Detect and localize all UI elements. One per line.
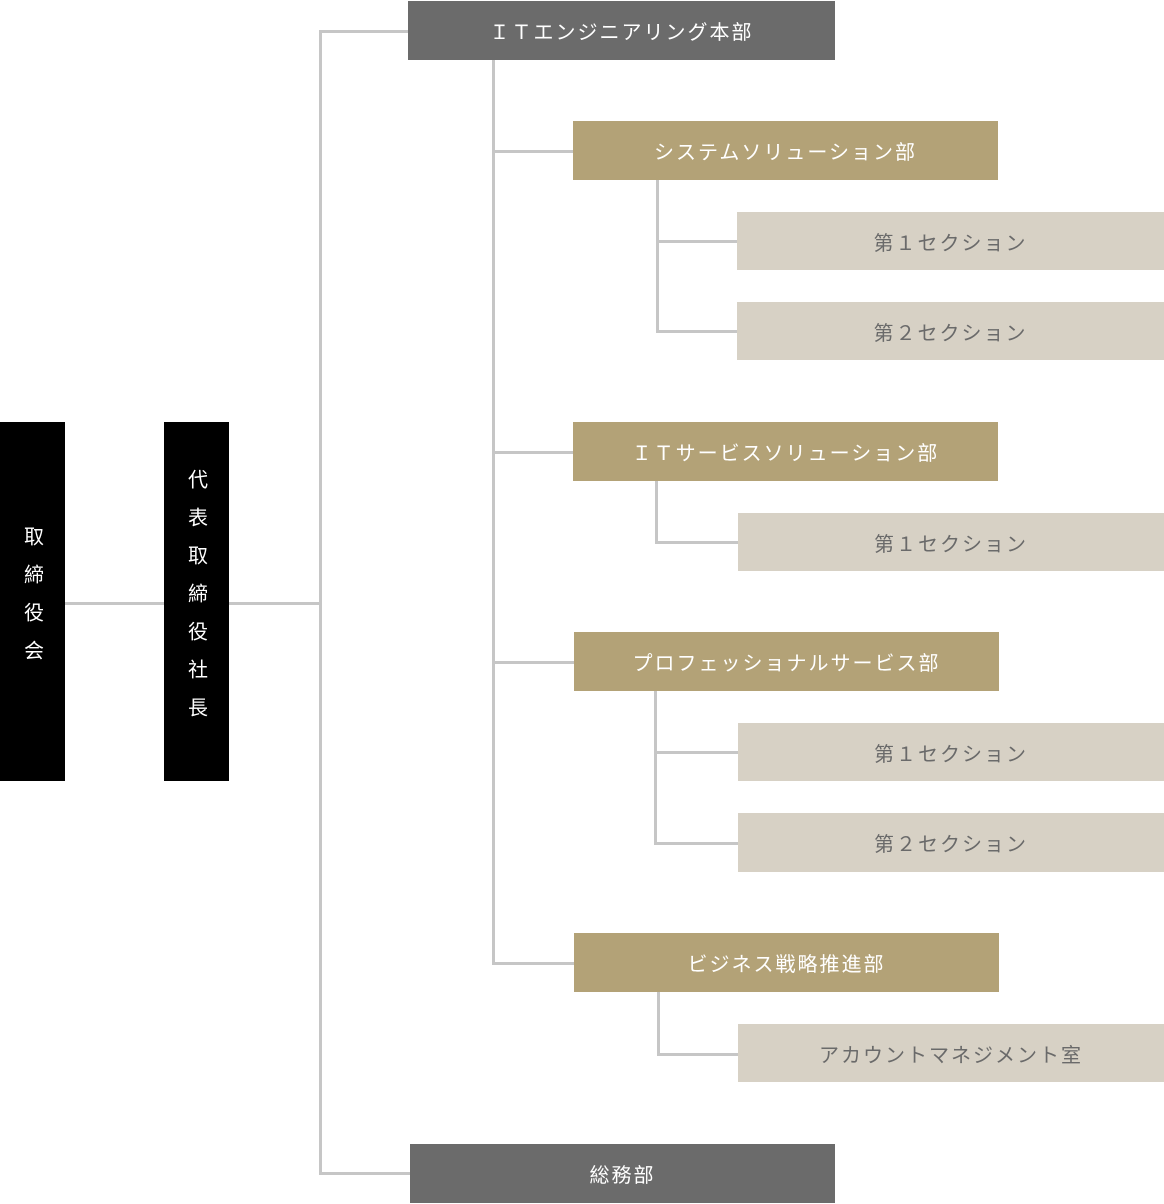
division-general-affairs-box: 総務部 <box>410 1144 835 1203</box>
connector-line <box>492 962 574 965</box>
connector-line <box>65 602 164 605</box>
connector-line <box>492 661 574 664</box>
connector-line <box>657 1053 738 1056</box>
department-label: ＩＴサービスソリューション部 <box>631 441 940 465</box>
department-system-solution-box: システムソリューション部 <box>573 121 998 180</box>
connector-line <box>655 541 738 544</box>
connector-line <box>655 481 658 544</box>
department-business-strategy-box: ビジネス戦略推進部 <box>574 933 999 992</box>
connector-line <box>492 60 495 965</box>
connector-line <box>229 602 321 605</box>
department-label: プロフェッショナルサービス部 <box>632 651 941 675</box>
department-it-service-solution-box: ＩＴサービスソリューション部 <box>573 422 998 481</box>
connector-line <box>654 842 738 845</box>
connector-line <box>319 30 322 1175</box>
connector-line <box>654 691 657 845</box>
section-label: 第２セクション <box>874 832 1028 856</box>
section-label: アカウントマネジメント室 <box>819 1042 1083 1067</box>
connector-line <box>656 330 737 333</box>
section-label: 第１セクション <box>874 741 1028 766</box>
board-of-directors-box: 取締役会 <box>0 422 65 781</box>
section-box: 第２セクション <box>737 302 1164 360</box>
department-label: システムソリューション部 <box>654 140 917 164</box>
section-box: 第１セクション <box>738 723 1164 781</box>
department-label: ビジネス戦略推進部 <box>687 952 886 976</box>
division-label: 総務部 <box>589 1163 656 1187</box>
section-box: 第２セクション <box>738 813 1164 872</box>
connector-line <box>319 30 408 33</box>
board-of-directors-label: 取締役会 <box>20 525 45 678</box>
connector-line <box>319 1172 410 1175</box>
section-box: アカウントマネジメント室 <box>738 1024 1164 1082</box>
connector-line <box>657 992 660 1056</box>
section-label: 第１セクション <box>873 230 1028 255</box>
connector-line <box>654 751 738 754</box>
section-label: 第２セクション <box>873 320 1028 345</box>
division-it-engineering-box: ＩＴエンジニアリング本部 <box>408 1 835 60</box>
division-label: ＩＴエンジニアリング本部 <box>489 20 754 44</box>
section-label: 第１セクション <box>874 531 1028 556</box>
section-box: 第１セクション <box>737 212 1164 270</box>
connector-line <box>656 240 737 243</box>
president-box: 代表取締役社長 <box>164 422 229 781</box>
connector-line <box>492 451 573 454</box>
connector-line <box>656 180 659 332</box>
department-professional-service-box: プロフェッショナルサービス部 <box>574 632 999 691</box>
section-box: 第１セクション <box>738 513 1164 571</box>
connector-line <box>492 150 573 153</box>
president-label: 代表取締役社長 <box>184 468 209 735</box>
